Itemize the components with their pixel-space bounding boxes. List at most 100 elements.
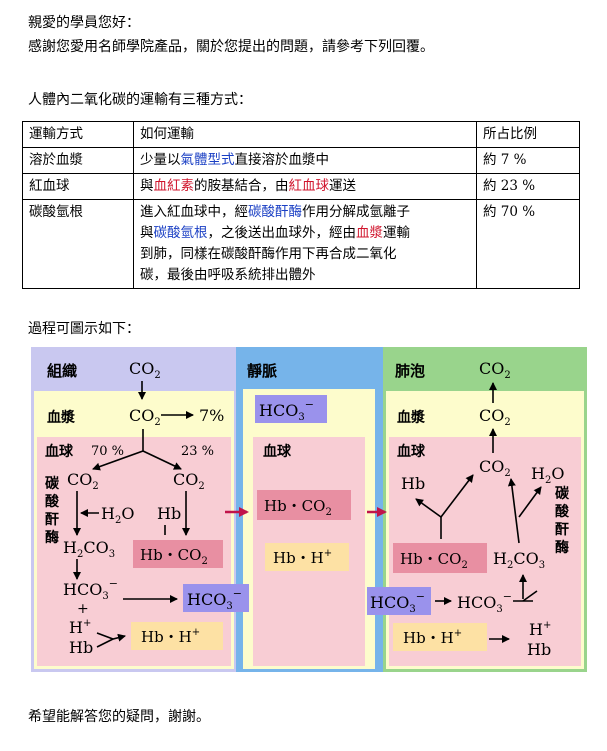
hbh-lung-box: [393, 623, 487, 651]
vein-label: 靜脈: [247, 362, 277, 380]
hbh-vein-box: [265, 543, 349, 571]
enzyme-char: 酐: [555, 522, 569, 538]
arrow-line: [92, 450, 144, 471]
hbco2-lung-box: [393, 543, 487, 573]
co2-transport-diagram: 組織 靜脈 肺泡 血漿 血漿 血球 血球 血球 碳 酸 酐 酶 碳 酸 酐 酶 …: [31, 347, 587, 672]
desc-text: 與: [140, 225, 154, 241]
co2-tissue: CO2: [129, 359, 161, 381]
h2co3-tissue: H2CO3: [63, 538, 115, 560]
h2o-tissue: H2O: [101, 504, 134, 526]
hbco2-tissue: Hb・CO2: [140, 546, 208, 567]
arrow-line: [522, 590, 538, 602]
hco3-tissue: HCO3−: [63, 577, 118, 602]
pct-7: 7%: [199, 406, 224, 425]
table-row: 溶於血漿 少量以氣體型式直接溶於血漿中 約 7 %: [22, 147, 580, 174]
table-header-row: 運輸方式 如何運輸 所占比例: [22, 121, 580, 148]
desc-text: 進入紅血球中，經: [140, 204, 248, 220]
header-ratio: 所占比例: [476, 121, 580, 148]
co2-cell-left: CO2: [67, 470, 99, 492]
hco3-lung-box: [367, 587, 431, 615]
plus-tissue: +: [77, 601, 89, 617]
table-row: 碳酸氫根 進入紅血球中，經碳酸酐酶作用分解成氫離子 與碳酸氫根，之後送出血球外，…: [22, 199, 580, 289]
co2-cell-right: CO2: [173, 470, 205, 492]
hco3-tissue-box: HCO3−: [187, 587, 242, 612]
intro-line: 人體內二氧化碳的運輸有三種方式：: [28, 92, 252, 108]
desc-text: 直接溶於血漿中: [234, 152, 330, 168]
hco3-box: [183, 584, 249, 612]
plasma-label: 血漿: [397, 409, 426, 426]
hb-lung: Hb: [401, 474, 425, 493]
process-line: 過程可圖示如下：: [28, 321, 140, 337]
desc-text: 運送: [329, 178, 356, 194]
co2-lung-top: CO2: [479, 359, 511, 381]
header-method: 運輸方式: [22, 121, 134, 148]
desc-line: 進入紅血球中，經碳酸酐酶作用分解成氫離子: [140, 202, 470, 223]
table-row: 紅血球 與血紅素的胺基結合，由紅血球運送 約 23 %: [22, 173, 580, 200]
co2-lung-cell: CO2: [479, 457, 511, 479]
tissue-label: 組織: [47, 362, 77, 380]
lung-label: 肺泡: [395, 362, 425, 380]
desc-highlight: 血漿: [356, 225, 383, 241]
hb-lung-low: Hb: [527, 640, 551, 659]
enzyme-char: 酶: [555, 539, 569, 556]
desc-cell: 少量以氣體型式直接溶於血漿中: [133, 147, 477, 174]
hb-tissue: Hb: [157, 504, 181, 523]
arrow-line: [440, 474, 474, 518]
desc-highlight: 血紅素: [153, 178, 195, 194]
hco3-lung-box-text: HCO3−: [370, 590, 425, 615]
enzyme-char: 碳: [555, 485, 570, 502]
co2-lung-plasma: CO2: [479, 406, 511, 428]
hco3-vein-box: [255, 395, 327, 423]
desc-highlight: 碳酸氫根: [153, 225, 208, 241]
pct-70: 70 %: [91, 444, 124, 459]
desc-highlight: 碳酸酐酶: [248, 204, 302, 220]
greeting: 親愛的學員您好：: [28, 15, 140, 31]
method-cell: 碳酸氫根: [22, 199, 134, 289]
desc-line: 碳，最後由呼吸系統排出體外: [140, 267, 316, 283]
desc-text: 的胺基結合，由: [194, 178, 289, 194]
desc-text: 運輸: [383, 225, 410, 241]
desc-text: 與: [140, 178, 154, 194]
hbco2-vein-box: [257, 490, 351, 520]
h2o-lung: H2O: [531, 464, 564, 486]
header-how: 如何運輸: [133, 121, 477, 148]
thanks-line: 感謝您愛用名師學院產品，關於您提出的問題，請參考下列回覆。: [28, 39, 434, 55]
ratio-cell: 約 23 %: [476, 173, 580, 200]
hbco2-vein: Hb・CO2: [264, 497, 332, 518]
cell-label: 血球: [263, 443, 292, 460]
desc-highlight: 紅血球: [288, 178, 330, 194]
ratio-cell: 約 70 %: [476, 199, 580, 289]
desc-line: 到肺，同樣在碳酸酐酶作用下再合成二氧化: [140, 246, 397, 262]
enzyme-char: 酸: [45, 493, 60, 510]
arrow-line: [518, 486, 542, 518]
hb-tissue-low: Hb: [69, 638, 93, 657]
hbco2-box: [133, 540, 223, 568]
desc-text: 少量以: [140, 152, 181, 168]
desc-cell: 與血紅素的胺基結合，由紅血球運送: [133, 173, 477, 200]
method-cell: 溶於血漿: [22, 147, 134, 174]
hplus-tissue: H+: [69, 618, 91, 637]
enzyme-char: 碳: [45, 475, 60, 492]
arrow-line: [415, 498, 442, 518]
enzyme-char: 酶: [45, 529, 59, 546]
hbh-tissue: Hb・H+: [141, 627, 200, 646]
desc-text: ，之後送出血球外，經由: [207, 225, 357, 241]
cell-label: 血球: [397, 443, 426, 460]
desc-cell: 進入紅血球中，經碳酸酐酶作用分解成氫離子 與碳酸氫根，之後送出血球外，經由血漿運…: [133, 199, 477, 289]
cell-label: 血球: [45, 443, 74, 460]
desc-highlight: 氣體型式: [180, 152, 235, 168]
hbh-box: [131, 622, 223, 650]
method-cell: 紅血球: [22, 173, 134, 200]
pct-23: 23 %: [181, 444, 214, 459]
hbco2-lung: Hb・CO2: [400, 550, 468, 571]
hco3-lung: HCO3−: [457, 590, 512, 615]
arrow-line: [507, 478, 520, 544]
desc-line: 與碳酸氫根，之後送出血球外，經由血漿運輸: [140, 223, 470, 244]
closing-line: 希望能解答您的疑問，謝謝。: [28, 709, 210, 725]
plasma-label: 血漿: [47, 409, 76, 426]
hbh-vein: Hb・H+: [273, 548, 332, 567]
hbh-lung: Hb・H+: [403, 628, 462, 647]
desc-text: 作用分解成氫離子: [302, 204, 410, 220]
ratio-cell: 約 7 %: [476, 147, 580, 174]
transport-table: 運輸方式 如何運輸 所占比例 溶於血漿 少量以氣體型式直接溶於血漿中 約 7 %…: [22, 121, 580, 289]
